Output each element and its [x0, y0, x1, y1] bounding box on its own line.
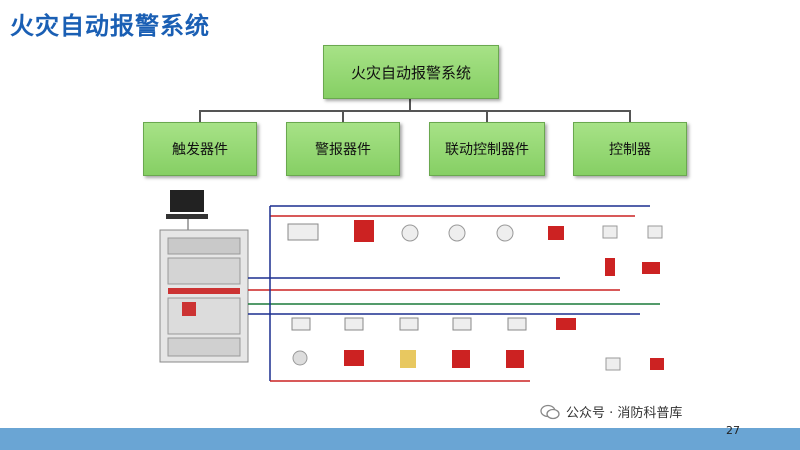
linkage-control-devices-box: 联动控制器件 — [429, 122, 545, 176]
controller-box: 控制器 — [573, 122, 687, 176]
footer-bar — [0, 428, 800, 450]
system-wiring-diagram — [159, 190, 664, 382]
child-connector-4 — [629, 110, 631, 122]
horizontal-connector — [199, 110, 630, 112]
wechat-icon — [540, 404, 560, 419]
watermark: 公众号 · 消防科普库 — [540, 402, 682, 421]
alarm-devices-box: 警报器件 — [286, 122, 400, 176]
watermark-text: 公众号 · 消防科普库 — [566, 406, 683, 421]
child-connector-1 — [199, 110, 201, 122]
root-connector — [409, 97, 411, 110]
trigger-devices-box: 触发器件 — [143, 122, 257, 176]
child-connector-3 — [486, 110, 488, 122]
child-connector-2 — [342, 110, 344, 122]
computer-icon — [166, 190, 208, 219]
page-number: 27 — [726, 424, 740, 437]
control-cabinet-icon — [159, 229, 249, 363]
root-box: 火灾自动报警系统 — [323, 45, 499, 99]
page-title: 火灾自动报警系统 — [10, 12, 210, 40]
